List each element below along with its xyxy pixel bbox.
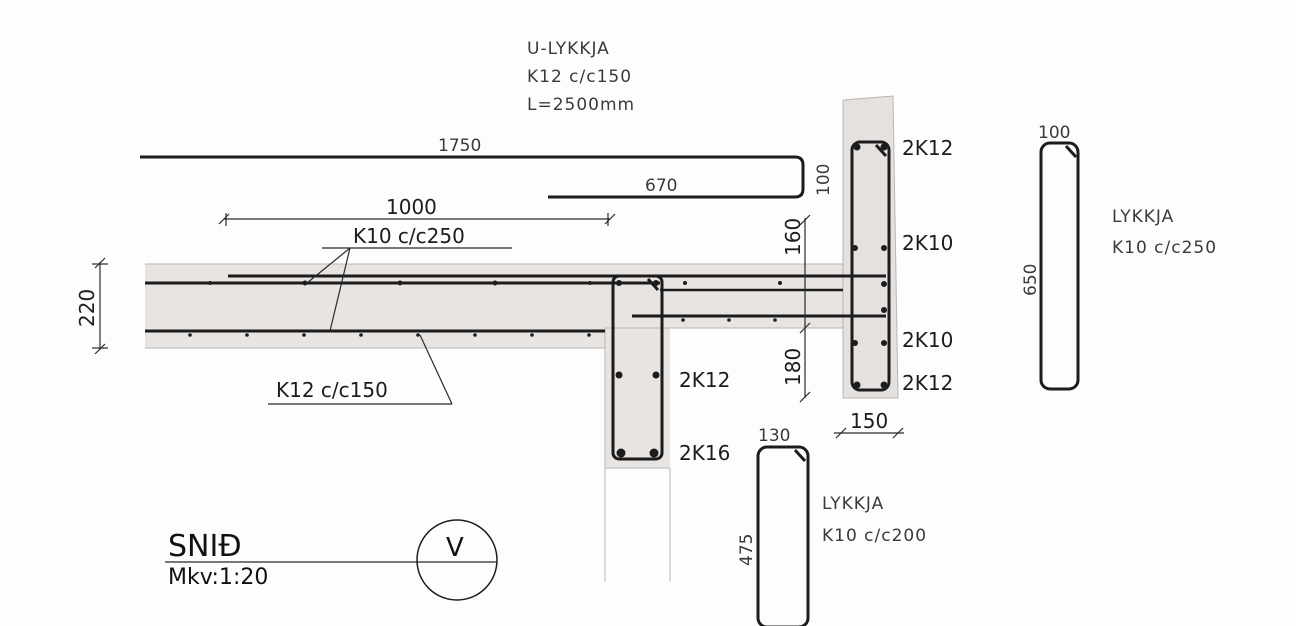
stirrup-right-shape <box>1039 141 1080 391</box>
dim-bar-span: 1000 <box>386 195 437 219</box>
dimension-lines <box>92 213 904 563</box>
section-marker-circle <box>416 519 498 601</box>
slab-concrete <box>145 264 605 348</box>
note-u-line2: K12 c/c150 <box>527 67 632 87</box>
slab-distribution-bars <box>188 280 782 337</box>
stirrup-bottom-hook <box>793 448 807 463</box>
label-col-2: 2K10 <box>902 231 953 255</box>
beam-concrete <box>605 264 670 468</box>
label-beam-bottom: 2K16 <box>679 441 730 465</box>
section-marker-letter: V <box>446 533 464 563</box>
stirrup-bottom-shape <box>756 445 810 626</box>
stirrup-right-line1: LYKKJA <box>1112 207 1174 227</box>
note-u-line3: L=2500mm <box>527 95 635 115</box>
note-u-line1: U-LYKKJA <box>527 39 610 59</box>
dim-slab-depth: 220 <box>75 289 99 327</box>
beam-stirrup-hook <box>646 277 660 292</box>
concrete-outlines <box>145 95 899 582</box>
label-slab-bottom: K12 c/c150 <box>276 378 388 402</box>
column-stirrup-hook <box>874 143 888 158</box>
dim-upper-col-part: 160 <box>781 218 805 256</box>
dim-top-bar-hook: 100 <box>814 164 834 196</box>
dim-stirrup-bottom-height: 475 <box>737 534 757 566</box>
stirrup-bottom-line1: LYKKJA <box>822 494 884 514</box>
label-col-1: 2K12 <box>902 136 953 160</box>
stirrup-bottom-line2: K10 c/c200 <box>822 526 927 546</box>
beam-stirrup <box>611 274 664 461</box>
stirrup-right-hook <box>1064 144 1078 159</box>
title-scale: Mkv:1:20 <box>168 565 268 590</box>
title-text: SNIÐ <box>168 529 242 564</box>
beam-bars <box>615 280 660 458</box>
slab-end-concrete <box>670 264 843 328</box>
note-u-stirrup: U-LYKKJA K12 c/c150 L=2500mm <box>527 39 635 115</box>
dim-stirrup-right-width: 100 <box>1038 123 1070 143</box>
label-col-3: 2K10 <box>902 328 953 352</box>
dim-lower-col-part: 180 <box>781 348 805 386</box>
dim-col-width: 150 <box>850 409 888 433</box>
dim-top-bar-return: 670 <box>645 176 677 196</box>
label-col-4: 2K12 <box>902 371 953 395</box>
top-hooked-bar <box>140 155 805 199</box>
dim-top-bar-length: 1750 <box>438 136 481 156</box>
column-concrete <box>843 96 898 398</box>
dim-stirrup-right-height: 650 <box>1021 264 1041 296</box>
stirrup-right-line2: K10 c/c250 <box>1112 238 1217 258</box>
dim-stirrup-bottom-width: 130 <box>758 426 790 446</box>
column-bars <box>852 143 888 389</box>
column-stirrup <box>850 140 891 392</box>
label-beam-top: 2K12 <box>679 368 730 392</box>
label-slab-top: K10 c/c250 <box>353 224 465 248</box>
